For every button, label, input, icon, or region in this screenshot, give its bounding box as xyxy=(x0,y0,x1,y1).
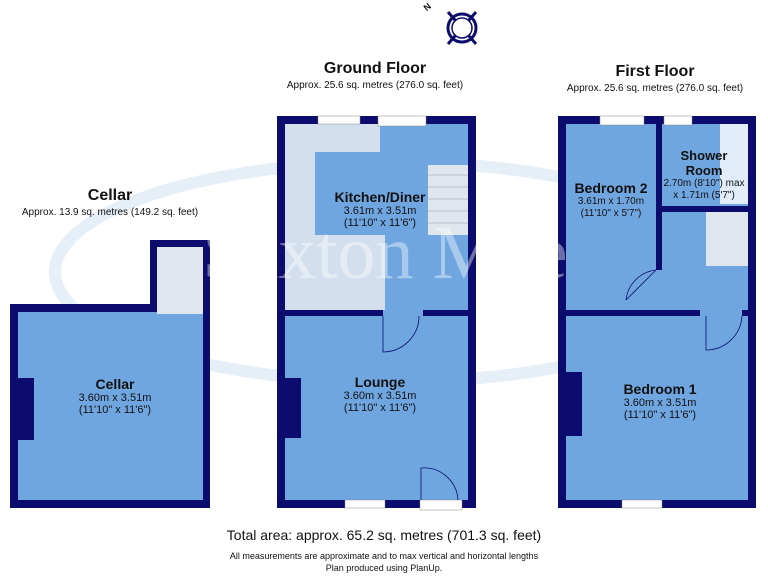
ground-floor-title: Ground Floor xyxy=(323,60,427,77)
room-name: Kitchen/Diner xyxy=(334,189,426,205)
room-metric: 3.60m x 3.51m xyxy=(78,392,152,404)
cellar-plan xyxy=(10,240,210,508)
room-name: Shower xyxy=(680,148,728,163)
compass-icon xyxy=(446,11,478,45)
ground-floor-plan xyxy=(277,115,476,511)
cellar-area: Approx. 13.9 sq. metres (149.2 sq. feet) xyxy=(21,207,199,218)
room-name: Bedroom 1 xyxy=(623,381,697,397)
room-metric: 3.60m x 3.51m xyxy=(343,390,417,402)
first-floor-area: Approx. 25.6 sq. metres (276.0 sq. feet) xyxy=(566,83,744,94)
room-metric: 2.70m (8'10") max xyxy=(663,178,745,189)
room-shower: Shower Room 2.70m (8'10") max x 1.71m (5… xyxy=(656,148,752,202)
room-imperial: x 1.71m (5'7") xyxy=(673,190,735,201)
ground-floor-area: Approx. 25.6 sq. metres (276.0 sq. feet) xyxy=(286,80,464,91)
footer-credit: Plan produced using PlanUp. xyxy=(325,563,443,573)
cellar-title: Cellar xyxy=(87,187,133,204)
room-name: Bedroom 2 xyxy=(574,180,648,196)
room-imperial: (11'10" x 5'7") xyxy=(580,208,642,219)
room-imperial: (11'10" x 11'6") xyxy=(623,409,697,421)
first-floor-plan xyxy=(558,115,756,509)
room-name: Lounge xyxy=(354,374,406,390)
room-imperial: (11'10" x 11'6") xyxy=(343,402,417,414)
room-imperial: (11'10" x 11'6") xyxy=(343,217,417,229)
room-imperial: (11'10" x 11'6") xyxy=(78,404,152,416)
room-name: Cellar xyxy=(95,376,135,392)
watermark-text: Saxton Mee xyxy=(202,211,568,295)
room-metric: 3.61m x 1.70m xyxy=(577,196,645,207)
room-bedroom2: Bedroom 2 3.61m x 1.70m (11'10" x 5'7") xyxy=(566,181,656,220)
total-area: Total area: approx. 65.2 sq. metres (701… xyxy=(226,527,542,543)
room-kitchen: Kitchen/Diner 3.61m x 3.51m (11'10" x 11… xyxy=(300,189,460,230)
room-bedroom1: Bedroom 1 3.60m x 3.51m (11'10" x 11'6") xyxy=(580,381,740,422)
room-lounge: Lounge 3.60m x 3.51m (11'10" x 11'6") xyxy=(300,374,460,415)
room-metric: 3.61m x 3.51m xyxy=(343,205,417,217)
first-floor-title: First Floor xyxy=(615,63,695,80)
room-metric: 3.60m x 3.51m xyxy=(623,397,697,409)
footer-note: All measurements are approximate and to … xyxy=(229,551,539,561)
room-cellar: Cellar 3.60m x 3.51m (11'10" x 11'6") xyxy=(40,376,190,417)
room-name: Room xyxy=(685,163,723,178)
